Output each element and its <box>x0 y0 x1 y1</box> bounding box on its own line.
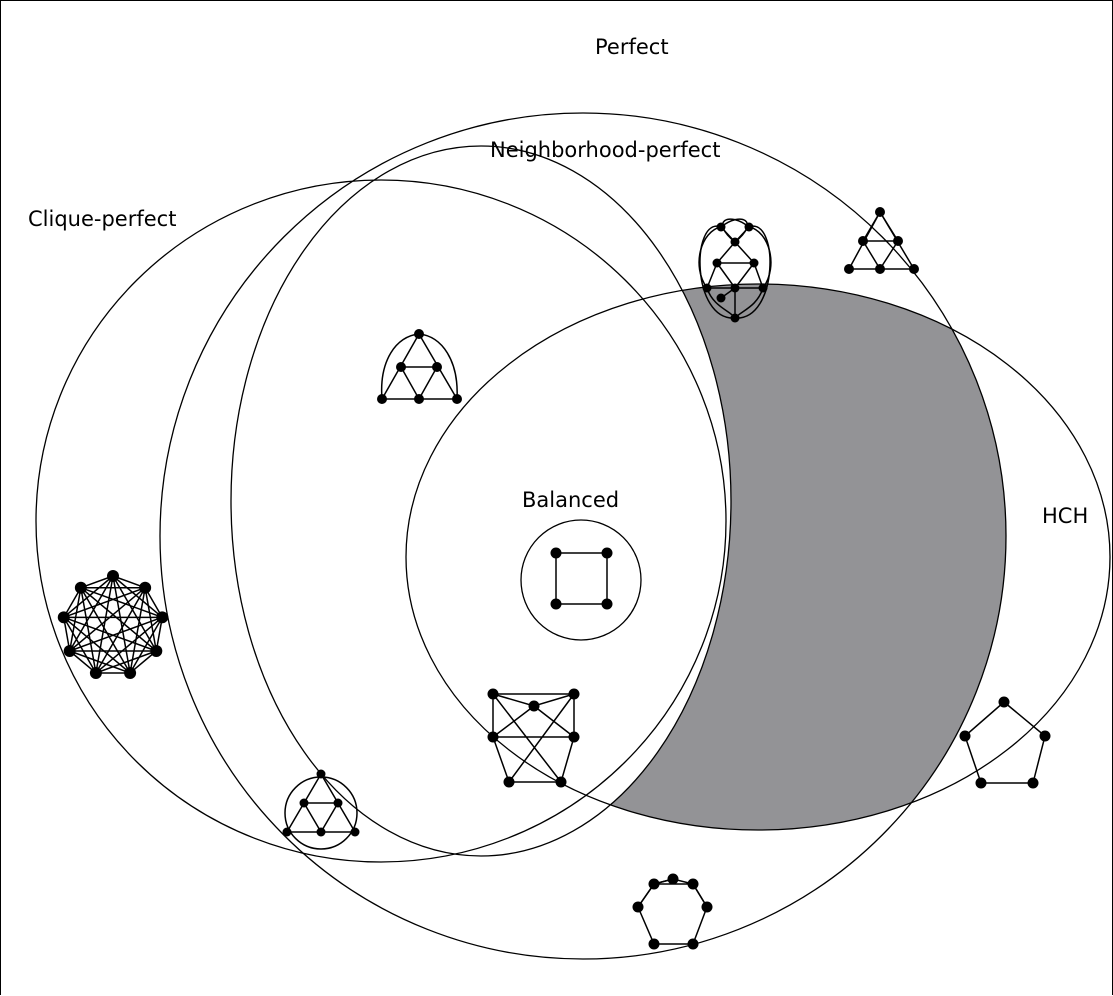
k9-edge <box>112 575 131 674</box>
graph-triangle-subdivided <box>844 207 919 274</box>
k9-edge <box>95 587 146 674</box>
k9-edge <box>129 616 163 674</box>
k9-edge <box>68 587 82 652</box>
k9-edge <box>80 587 157 652</box>
k9-edge <box>69 650 131 674</box>
label-balanced: Balanced <box>522 488 619 512</box>
k9-edge <box>69 575 114 652</box>
k9-node <box>107 570 119 582</box>
k9-edge <box>112 575 157 652</box>
graph-complete-k9 <box>57 570 169 679</box>
k9-edge <box>69 616 163 652</box>
k9-edge <box>80 587 131 674</box>
k9-edge <box>63 616 131 674</box>
k9-edge <box>63 616 97 674</box>
k9-edge <box>80 587 97 674</box>
k9-node <box>74 581 87 594</box>
k9-node <box>124 666 137 679</box>
label-neighborhood-perfect: Neighborhood-perfect <box>490 138 720 162</box>
k9-edge <box>95 650 157 674</box>
k9-node <box>139 581 152 594</box>
graph-arched-triangle <box>377 329 462 404</box>
graph-square <box>550 547 613 610</box>
perfect-set-outline <box>159 112 1007 960</box>
k9-edge <box>144 587 158 652</box>
k9-edge <box>95 575 114 674</box>
k9-node <box>156 611 169 624</box>
shaded-region <box>406 284 1006 830</box>
clique-perfect-set-outline <box>35 179 727 863</box>
graph-circled-triangle <box>282 769 360 850</box>
graph-crossed-hexagon <box>487 688 580 788</box>
k9-edge <box>63 586 146 619</box>
k9-node <box>63 645 76 657</box>
graph-pentagon <box>959 696 1051 789</box>
k9-node <box>89 666 102 679</box>
k9-edge <box>95 616 163 674</box>
label-perfect: Perfect <box>595 35 669 59</box>
k9-edge <box>112 575 163 618</box>
k9-edge <box>80 586 163 619</box>
k9-edge <box>63 616 157 652</box>
graph-hexagon-capped <box>632 873 713 950</box>
k9-edge <box>69 587 146 652</box>
neighborhood-perfect-set-outline <box>230 145 732 857</box>
k9-node <box>57 611 70 624</box>
graph-complex-nested <box>698 218 772 323</box>
label-clique-perfect: Clique-perfect <box>28 207 176 231</box>
k9-node <box>150 645 163 657</box>
label-hch: HCH <box>1042 504 1088 528</box>
hch-set-outline <box>405 283 1111 831</box>
k9-edge <box>63 575 114 618</box>
k9-edge <box>129 587 146 674</box>
balanced-set-outline <box>520 519 642 641</box>
